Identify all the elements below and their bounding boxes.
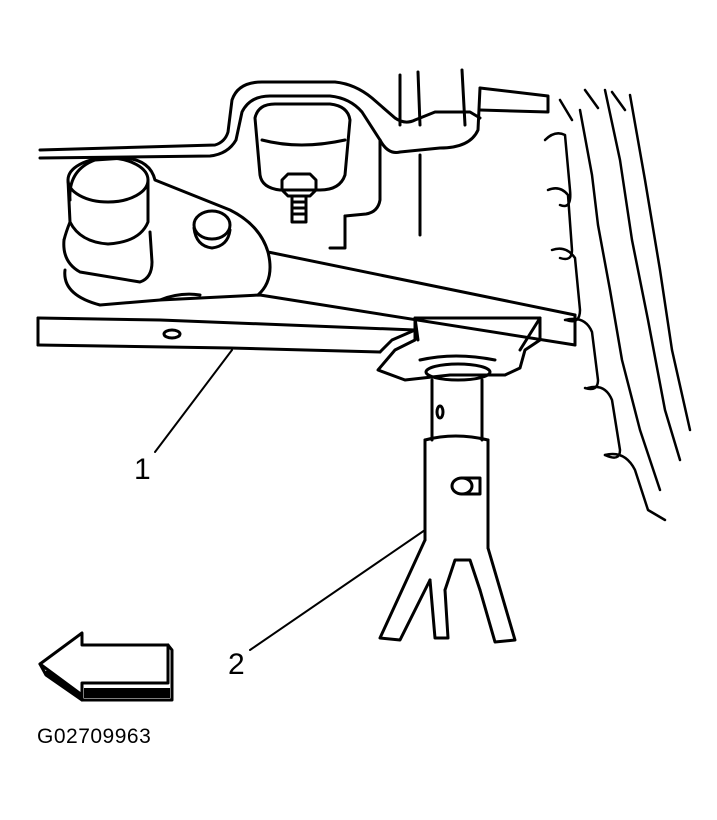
callout-label-2: 2 [228,648,245,681]
bolt [280,172,318,224]
figure-id: G02709963 [37,725,152,748]
jack-legs [378,538,517,644]
tire-tread [543,88,692,522]
leader-line-1 [154,349,233,453]
jack-saddle [376,316,542,382]
body-frame [38,68,550,250]
leader-line-2 [249,529,426,651]
jack-post [423,378,490,550]
arm-stud [192,209,232,250]
bushing [62,156,154,284]
frame-rail [36,316,417,354]
control-arm [63,156,577,347]
left-arrow-icon [38,631,174,702]
bump-stop [253,102,352,192]
leader-lines [154,349,426,651]
callout-label-1: 1 [134,453,151,486]
